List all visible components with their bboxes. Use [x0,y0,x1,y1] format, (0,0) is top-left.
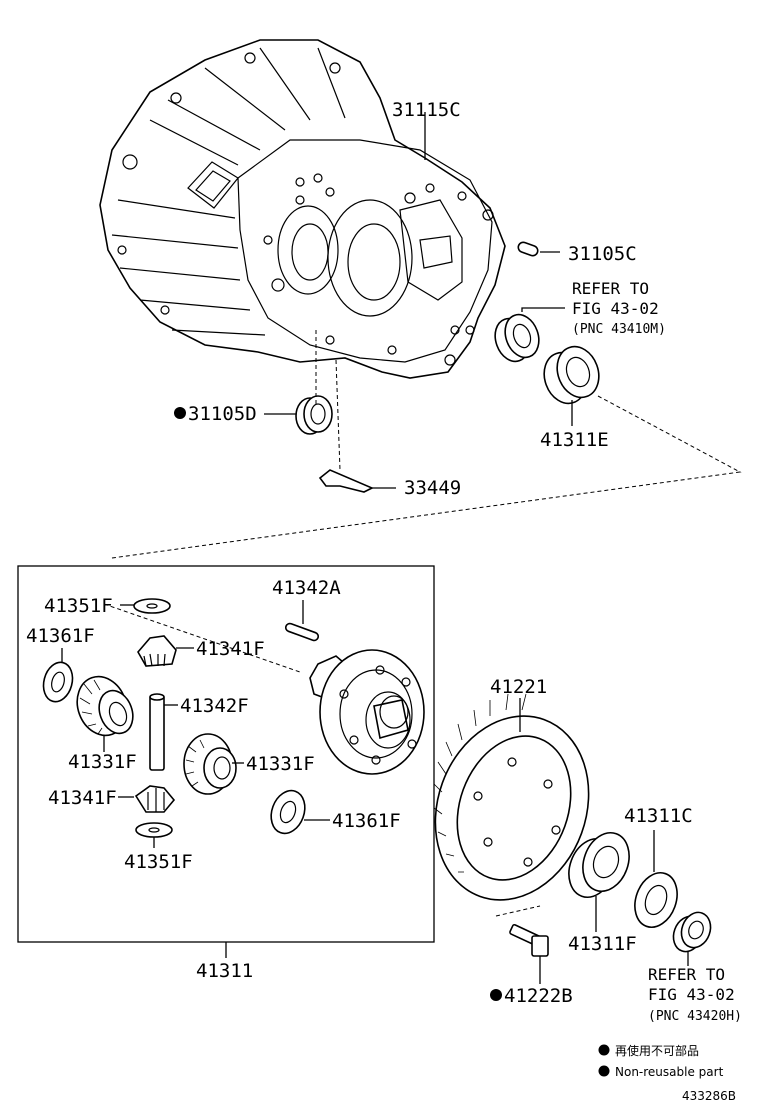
part-41361f-washer-right [270,789,306,835]
transaxle-housing [99,39,506,379]
part-41221-ring-gear [433,693,590,901]
legend-dot-en [598,1065,610,1077]
label-33449: 33449 [404,477,461,499]
label-41331f-right: 41331F [246,753,315,775]
legend-dot-jp [598,1044,610,1056]
label-31105c: 31105C [568,243,637,265]
legend-en: Non-reusable part [615,1065,724,1079]
label-refer2-line2: FIG 43-02 [648,985,735,1004]
label-31115c: 31115C [392,99,461,121]
part-33449-plate [318,469,374,493]
label-41342f: 41342F [180,695,249,717]
part-41311c-shim [634,872,678,928]
part-41311e-bearing [543,345,600,405]
label-refer1-line3: (PNC 43410M) [572,322,666,337]
legend-jp: 再使用不可部品 [615,1043,699,1058]
part-41342a-pin [284,622,320,642]
locator-plate [335,359,341,471]
label-refer2-line3: (PNC 43420H) [648,1009,742,1024]
label-41311e: 41311E [540,429,609,451]
part-41222b-bolt [509,923,549,957]
non-reusable-mark-41222b [490,989,502,1001]
part-41331f-gear-right [183,733,237,795]
label-41311: 41311 [196,960,253,982]
bearing-refer-43420h [672,911,712,953]
part-41361f-washer-left [42,661,74,703]
part-41351f-washer-top [133,598,171,614]
label-41351f-bottom: 41351F [124,851,193,873]
label-41311c: 41311C [624,805,693,827]
part-41342f-shaft [149,693,165,771]
label-41221: 41221 [490,676,547,698]
locator-bolt [495,905,541,917]
label-refer1-line2: FIG 43-02 [572,299,659,318]
label-41361f-left: 41361F [26,625,95,647]
part-41341f-pinion-top [137,635,177,667]
label-refer1-line1: REFER TO [572,279,649,298]
bearing-refer-43410m [494,313,540,363]
label-41222b: 41222B [504,985,573,1007]
label-31105d: 31105D [188,403,257,425]
non-reusable-mark-31105d [174,407,186,419]
label-41341f-top: 41341F [196,638,265,660]
leader-refer1 [521,307,565,312]
label-41361f-right: 41361F [332,810,401,832]
part-31105d-seal [295,395,333,435]
part-41341f-pinion-bottom [134,785,176,813]
label-refer2-line1: REFER TO [648,965,725,984]
part-41351f-washer-bottom [135,822,173,838]
part-41311f-bearing [568,832,630,898]
label-41342a: 41342A [272,577,341,599]
locator-diff-box [111,395,742,559]
part-41331f-gear-left [76,675,134,737]
label-41341f-bottom: 41341F [48,787,117,809]
figure-id: 433286B [682,1089,736,1103]
differential-case [309,649,425,775]
label-41351f-top: 41351F [44,595,113,617]
label-41311f: 41311F [568,933,637,955]
label-41331f-left: 41331F [68,751,137,773]
part-31105c-pin [517,241,539,257]
